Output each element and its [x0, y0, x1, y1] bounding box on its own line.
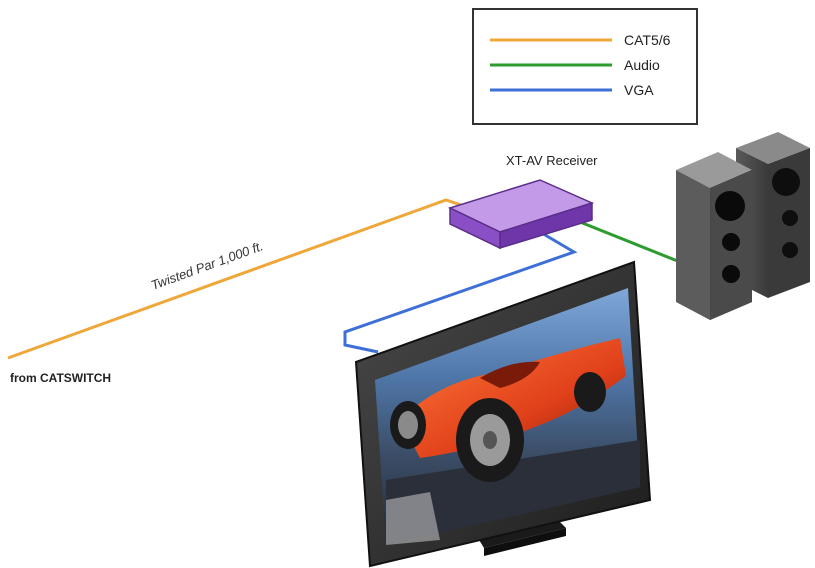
- receiver-box-icon: [447, 179, 595, 250]
- legend-label-audio: Audio: [624, 57, 660, 73]
- speaker-icon: [676, 132, 810, 320]
- vga-cable: [343, 230, 578, 354]
- cat5-cable: [7, 198, 471, 360]
- monitor-icon: [354, 260, 652, 568]
- audio-cable: [579, 220, 681, 264]
- race-car: [390, 338, 626, 482]
- legend-label-cat5: CAT5/6: [624, 32, 671, 48]
- legend: CAT5/6 Audio VGA: [472, 8, 698, 125]
- source-label: from CATSWITCH: [10, 371, 111, 385]
- receiver-label: XT-AV Receiver: [506, 153, 598, 168]
- legend-label-vga: VGA: [624, 82, 654, 98]
